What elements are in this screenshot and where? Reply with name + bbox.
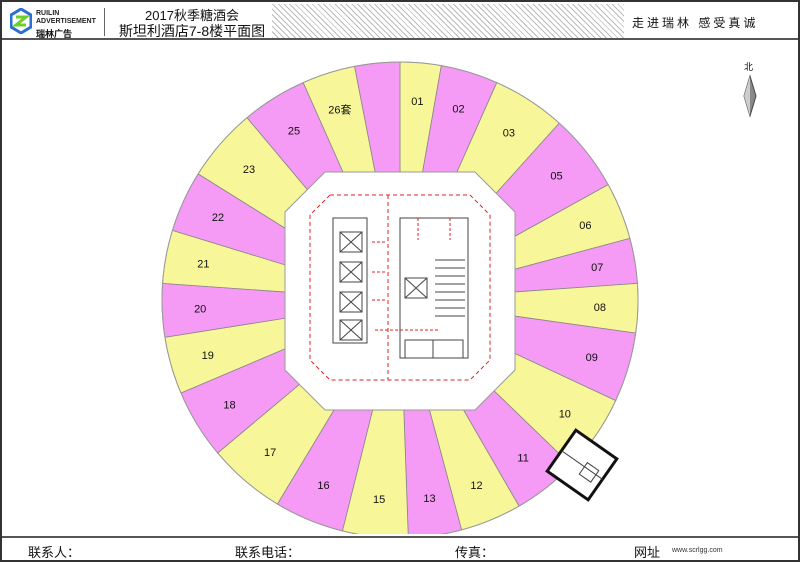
unit-label: 01 — [411, 96, 423, 108]
unit-label: 16 — [317, 480, 329, 492]
website-url[interactable]: www.scrlgg.com — [672, 547, 723, 554]
unit-labels: 01 02 03 05 06 07 08 09 10 11 12 13 15 16 17 18 19 20 21 22… — [194, 96, 606, 506]
logo-text-en-1: RUILIN — [36, 10, 60, 17]
unit-label: 02 — [452, 104, 464, 116]
unit-label: 26套 — [328, 103, 351, 116]
unit-label: 08 — [594, 302, 606, 314]
unit-label: 21 — [197, 259, 209, 271]
unit-label: 12 — [470, 480, 482, 492]
north-arrow-icon — [743, 74, 757, 118]
website-label: 网址 — [634, 545, 661, 560]
decorative-pattern — [272, 4, 624, 38]
header: RUILIN ADVERTISEMENT 瑞林广告 2017秋季糖酒会 斯坦利酒… — [2, 2, 798, 40]
unit-label: 15 — [373, 494, 385, 506]
unit-label: 23 — [243, 164, 255, 176]
north-indicator: 北 — [740, 60, 760, 120]
floor-plan: 01 02 03 05 06 07 08 09 10 11 12 13 15 16 17 18 19 20 21 22… — [161, 61, 639, 534]
unit-label: 19 — [202, 350, 214, 362]
phone-label: 联系电话： — [235, 545, 301, 560]
logo-text-en-2: ADVERTISEMENT — [36, 18, 96, 25]
unit-label: 25 — [288, 125, 300, 137]
unit-label: 22 — [212, 212, 224, 224]
north-label: 北 — [744, 62, 754, 72]
unit-label: 20 — [194, 304, 206, 316]
unit-label: 11 — [517, 453, 528, 465]
title-line-1: 2017秋季糖酒会 — [145, 8, 239, 23]
unit-label: 18 — [223, 399, 235, 411]
stair-tower — [545, 428, 619, 502]
slogan: 走进瑞林 感受真诚 — [632, 16, 759, 30]
footer: 联系人： 联系电话： 传真： 网址 www.scrlgg.com — [2, 536, 798, 560]
logo: RUILIN ADVERTISEMENT 瑞林广告 — [10, 8, 105, 39]
title-line-2: 斯坦利酒店7-8楼平面图 — [118, 23, 266, 39]
unit-label: 05 — [550, 170, 562, 182]
unit-label: 10 — [559, 408, 571, 420]
unit-label: 03 — [503, 127, 515, 139]
unit-label: 13 — [423, 493, 435, 505]
unit-label: 09 — [586, 352, 598, 364]
core-layout — [309, 194, 491, 381]
logo-text-cn: 瑞林广告 — [36, 29, 73, 39]
logo-mark-icon — [10, 8, 32, 34]
outer-ring — [161, 61, 639, 534]
unit-label: 17 — [264, 447, 276, 459]
unit-label: 06 — [579, 220, 591, 232]
divider — [104, 8, 105, 36]
unit-label: 07 — [591, 262, 603, 274]
contact-label: 联系人： — [28, 545, 81, 560]
fax-label: 传真： — [455, 545, 495, 560]
